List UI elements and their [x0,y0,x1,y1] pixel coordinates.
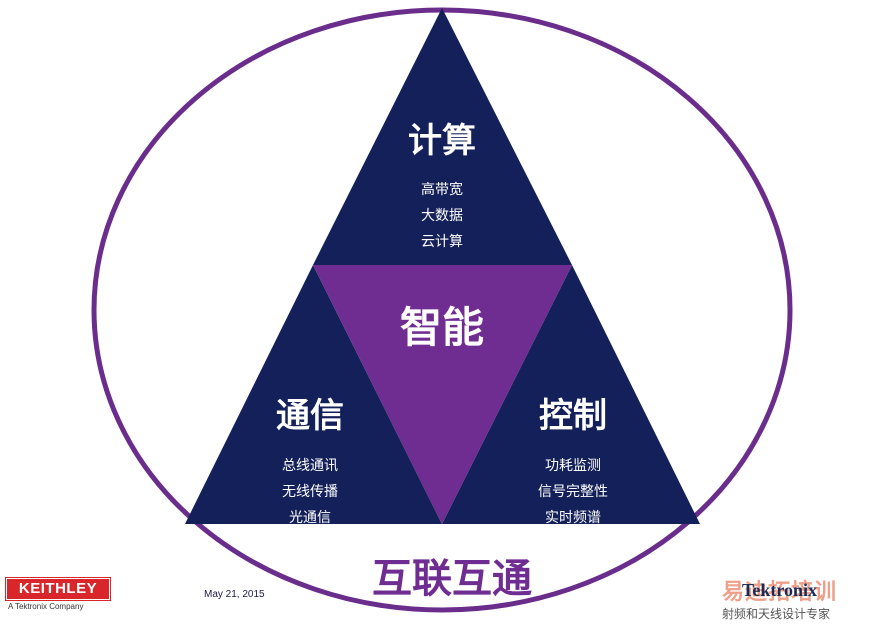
watermark-bottom: 射频和天线设计专家 [722,607,831,621]
right-title: 控制 [539,396,607,436]
top-title: 计算 [408,121,476,161]
left-triangle [185,265,442,524]
top-triangle [313,8,572,265]
tektronix-logo: Tektronix [742,580,818,600]
center-title: 智能 [400,303,484,352]
top-item-2: 大数据 [421,208,463,224]
right-triangle [442,265,700,524]
left-item-1: 总线通讯 [282,458,338,474]
top-item-3: 云计算 [421,234,463,250]
right-item-2: 信号完整性 [538,484,608,500]
left-item-2: 无线传播 [282,484,338,500]
right-item-3: 实时频谱 [545,510,601,526]
left-title: 通信 [276,396,344,436]
keithley-logo-text: KEITHLEY [5,577,111,601]
right-item-1: 功耗监测 [545,458,601,474]
keithley-tagline: A Tektronix Company [8,602,84,611]
slide-date: May 21, 2015 [204,589,265,600]
watermark-top: 易迪拓培训 [722,580,838,605]
keithley-logo: KEITHLEY A Tektronix Company [5,577,111,611]
bottom-caption: 互联互通 [372,556,532,602]
top-item-1: 高带宽 [421,181,463,198]
left-item-3: 光通信 [289,510,331,526]
center-triangle [313,265,572,524]
